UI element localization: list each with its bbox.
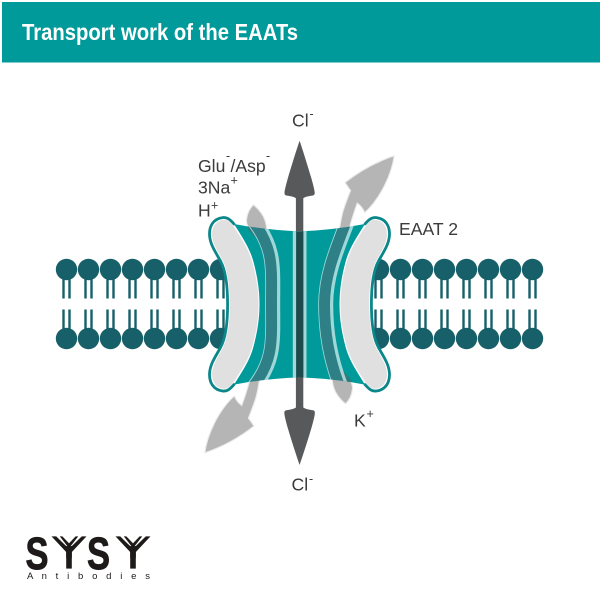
svg-text:EAAT 2: EAAT 2	[399, 219, 458, 239]
svg-text:S: S	[26, 528, 49, 579]
svg-text:+: +	[367, 407, 374, 421]
svg-text:-: -	[310, 107, 314, 121]
svg-text:/Asp: /Asp	[231, 156, 266, 176]
svg-text:Cl: Cl	[292, 110, 309, 130]
svg-text:+: +	[231, 174, 238, 188]
svg-text:-: -	[226, 149, 230, 163]
svg-text:Glu: Glu	[198, 156, 225, 176]
svg-text:-: -	[309, 472, 313, 486]
svg-text:Transport work of the EAATs: Transport work of the EAATs	[22, 19, 298, 45]
svg-text:+: +	[211, 199, 218, 213]
svg-text:H: H	[198, 201, 211, 221]
svg-text:Cl: Cl	[292, 474, 309, 494]
svg-text:S: S	[87, 528, 110, 579]
svg-text:3Na: 3Na	[198, 177, 230, 197]
svg-text:-: -	[266, 149, 270, 163]
svg-text:A n t i b o d i e s: A n t i b o d i e s	[27, 571, 150, 582]
svg-text:K: K	[354, 410, 366, 430]
